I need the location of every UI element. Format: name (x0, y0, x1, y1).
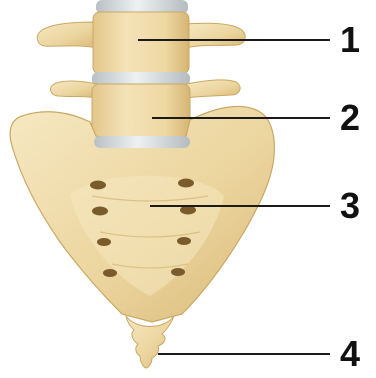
label-1: 1 (340, 19, 360, 60)
coccyx (126, 316, 174, 368)
label-2: 2 (340, 97, 360, 138)
label-4: 4 (340, 333, 360, 374)
lumbosacral-disc (94, 136, 190, 148)
label-3: 3 (340, 185, 360, 226)
lumbar-vertebra-upper (37, 12, 245, 74)
